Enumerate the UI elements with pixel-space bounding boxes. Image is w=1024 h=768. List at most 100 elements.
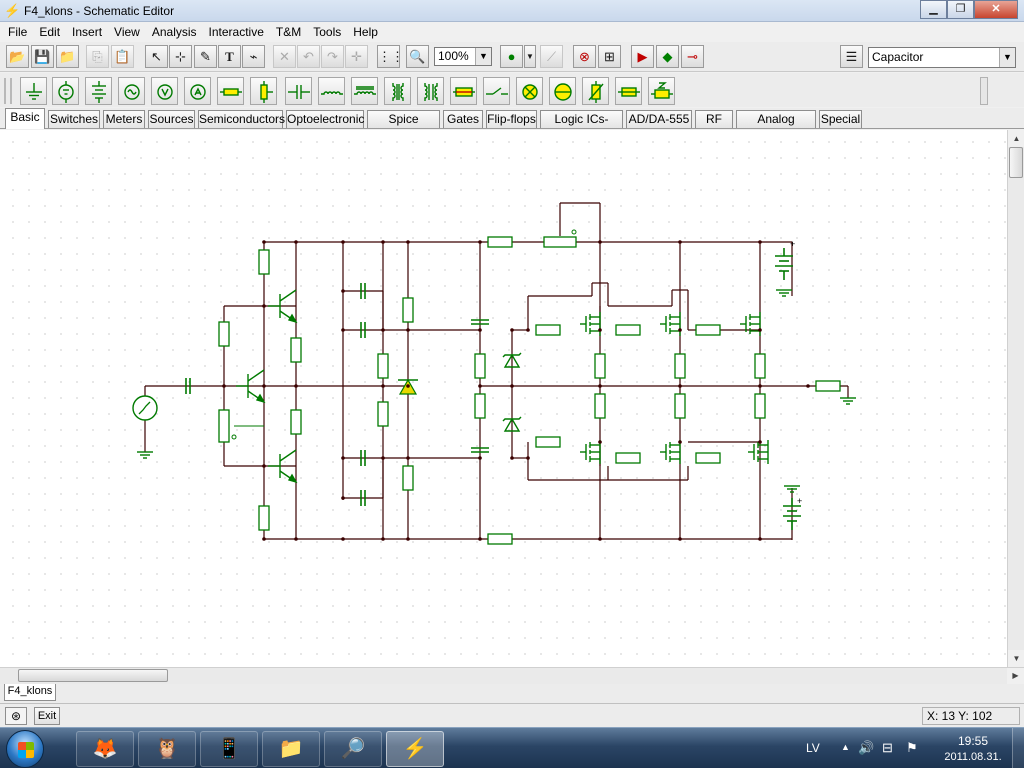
junction-22[interactable] xyxy=(406,384,410,388)
junction-43[interactable] xyxy=(598,328,602,332)
lamp-icon[interactable] xyxy=(516,77,543,105)
battery-top[interactable] xyxy=(775,248,793,280)
junction-37[interactable] xyxy=(478,328,482,332)
resistor-h-4[interactable] xyxy=(535,436,561,448)
grid-icon[interactable]: ⋮⋮ xyxy=(377,45,404,68)
ground-icon[interactable] xyxy=(20,77,47,105)
wire-icon[interactable]: ⊹ xyxy=(169,45,192,68)
junction-26[interactable] xyxy=(678,384,682,388)
schematic-editor-taskbar-icon[interactable]: ⚡ xyxy=(386,731,444,767)
schematic-canvas[interactable]: ++ xyxy=(0,130,1007,667)
resistor-v-13[interactable] xyxy=(674,353,686,379)
text-icon[interactable]: T xyxy=(218,45,241,68)
maximize-button[interactable]: ❐ xyxy=(947,0,974,19)
junction-41[interactable] xyxy=(526,328,530,332)
junction-34[interactable] xyxy=(381,456,385,460)
junction-36[interactable] xyxy=(406,456,410,460)
volume-icon[interactable]: 🔊 xyxy=(858,740,875,755)
horizontal-scrollbar[interactable]: ▶ xyxy=(0,667,1024,684)
junction-30[interactable] xyxy=(341,328,345,332)
document-tab[interactable]: F4_klons xyxy=(4,684,56,701)
resistor-v-3[interactable] xyxy=(258,505,270,531)
junction-8[interactable] xyxy=(758,240,762,244)
ac-source-icon[interactable] xyxy=(118,77,145,105)
capacitor-3[interactable] xyxy=(360,450,366,466)
tab-optoelectronic[interactable]: Optoelectronic xyxy=(286,110,365,128)
redo-icon[interactable]: ↷ xyxy=(321,45,344,68)
resistor-v-0[interactable] xyxy=(258,249,270,275)
junction-49[interactable] xyxy=(262,304,266,308)
resistor-v-8[interactable] xyxy=(402,465,414,491)
resistor-v-16[interactable] xyxy=(754,393,766,419)
junction-35[interactable] xyxy=(406,328,410,332)
core-inductor-icon[interactable] xyxy=(351,77,378,105)
schematic-drawing[interactable]: ++ xyxy=(0,130,1007,667)
save-icon[interactable]: 💾 xyxy=(31,45,54,68)
menu-tm[interactable]: T&M xyxy=(275,25,302,39)
minimize-button[interactable]: ▁ xyxy=(920,0,947,19)
junction-42[interactable] xyxy=(526,456,530,460)
ammeter-icon[interactable] xyxy=(184,77,211,105)
clock[interactable]: 19:55 2011.08.31. xyxy=(938,734,1008,763)
fuse-icon[interactable] xyxy=(450,77,477,105)
probe-icon[interactable]: ⟋ xyxy=(540,45,563,68)
start-button[interactable] xyxy=(6,730,44,768)
magnifier-taskbar-icon[interactable]: 🔎 xyxy=(324,731,382,767)
junction-28[interactable] xyxy=(806,384,810,388)
junction-27[interactable] xyxy=(758,384,762,388)
tab-logic-ics-mcus[interactable]: Logic ICs-MCUs xyxy=(540,110,623,142)
junction-9[interactable] xyxy=(262,537,266,541)
resistor-h-7[interactable] xyxy=(487,533,513,545)
resistor-v-12[interactable] xyxy=(594,393,606,419)
help-mode-icon[interactable]: ⊛ xyxy=(5,707,27,725)
paste-icon[interactable]: 📋 xyxy=(111,45,134,68)
junction-0[interactable] xyxy=(262,240,266,244)
impedance-icon[interactable] xyxy=(648,77,675,105)
resistor-v-4[interactable] xyxy=(218,321,230,347)
resistor-h-1[interactable] xyxy=(535,324,561,336)
junction-14[interactable] xyxy=(478,537,482,541)
firefox-taskbar-icon[interactable]: 🦊 xyxy=(76,731,134,767)
resistor-h-0[interactable] xyxy=(487,236,513,248)
plus-sign-bottom[interactable]: + xyxy=(797,496,802,506)
junction-7[interactable] xyxy=(678,240,682,244)
wires[interactable] xyxy=(144,202,849,540)
led-tool-icon[interactable]: ◆ xyxy=(656,45,679,68)
graphic-icon[interactable]: ⌁ xyxy=(242,45,265,68)
junction-47[interactable] xyxy=(758,328,762,332)
capacitor-1[interactable] xyxy=(360,283,366,299)
junction-16[interactable] xyxy=(678,537,682,541)
pencil-icon[interactable]: ✎ xyxy=(194,45,217,68)
junction-50[interactable] xyxy=(262,464,266,468)
copy-icon[interactable]: ⎘ xyxy=(86,45,109,68)
junction-5[interactable] xyxy=(478,240,482,244)
dc-analysis-icon[interactable]: ● xyxy=(500,45,523,68)
junction-29[interactable] xyxy=(341,289,345,293)
horizontal-scroll-thumb[interactable] xyxy=(18,669,168,682)
vertical-scroll-thumb[interactable] xyxy=(1009,147,1023,178)
capacitor-0[interactable] xyxy=(185,378,191,394)
foxit-taskbar-icon[interactable]: 🦉 xyxy=(138,731,196,767)
junction-44[interactable] xyxy=(598,440,602,444)
resistor-v-11[interactable] xyxy=(594,353,606,379)
junction-10[interactable] xyxy=(294,537,298,541)
scroll-down-icon[interactable]: ▼ xyxy=(1008,650,1024,667)
junction-33[interactable] xyxy=(381,328,385,332)
chevron-down-icon[interactable]: ▼ xyxy=(475,48,491,65)
tab-special[interactable]: Special xyxy=(819,110,862,128)
tab-basic[interactable]: Basic xyxy=(5,108,45,129)
menu-tools[interactable]: Tools xyxy=(313,25,342,39)
zoom-icon[interactable]: 🔍 xyxy=(406,45,429,68)
resistor-v-14[interactable] xyxy=(674,393,686,419)
close-button[interactable]: ✕ xyxy=(974,0,1018,19)
junction-12[interactable] xyxy=(381,537,385,541)
resistor-h-6[interactable] xyxy=(695,452,721,464)
ground-3[interactable] xyxy=(840,397,856,405)
action-center-flag-icon[interactable]: ⚑ xyxy=(906,740,918,755)
resistor-horizontal-icon[interactable] xyxy=(615,77,642,105)
battery-bottom[interactable] xyxy=(783,498,801,530)
resistor-h-2[interactable] xyxy=(615,324,641,336)
ground-1[interactable] xyxy=(776,289,792,297)
resistor-v-15[interactable] xyxy=(754,353,766,379)
varistor-icon[interactable] xyxy=(582,77,609,105)
